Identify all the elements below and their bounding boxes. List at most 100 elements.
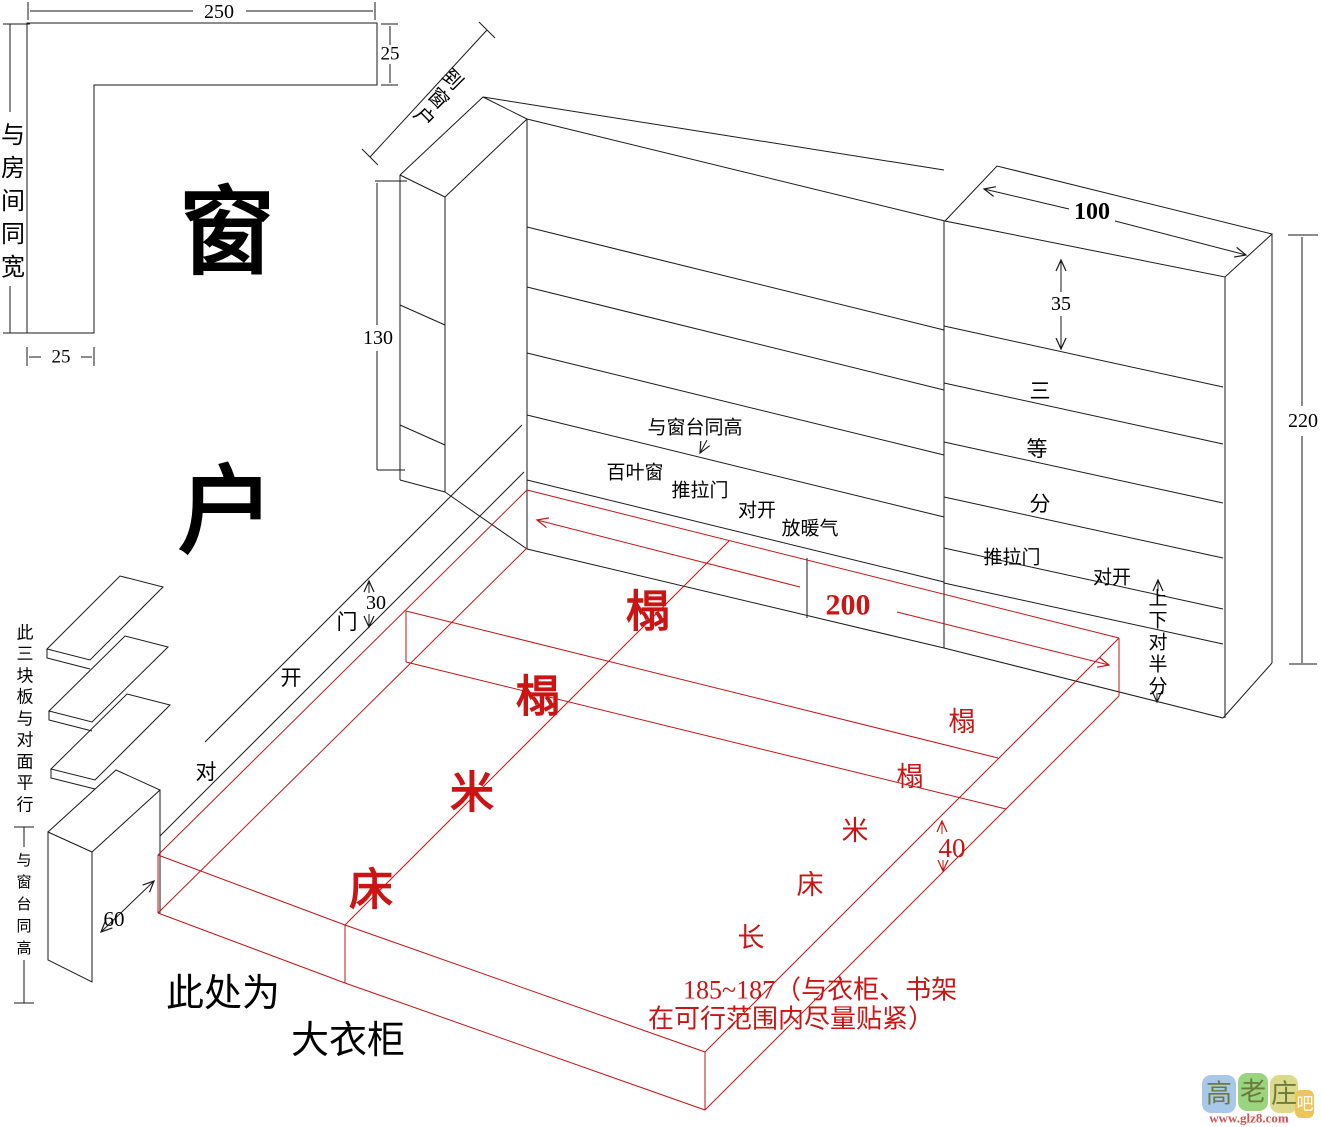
return-panel — [399, 96, 528, 550]
double-door-label-right: 对开 — [1093, 567, 1131, 589]
svg-text:门: 门 — [337, 610, 358, 634]
svg-text:同: 同 — [16, 919, 31, 935]
wardrobe-label-line2: 大衣柜 — [291, 1020, 405, 1062]
to-window-label: 到 窗 户 — [409, 64, 467, 132]
boards-note-label: 此 三 块 板 与 对 面 平 行 — [17, 624, 34, 815]
bed-length-note-line2: 在可行范围内尽量贴紧） — [648, 1005, 934, 1034]
wardrobe-label-line1: 此处为 — [166, 973, 280, 1015]
dim-25-right-label: 25 — [381, 44, 400, 65]
dim-100-right — [1114, 220, 1248, 258]
svg-text:上: 上 — [1148, 588, 1167, 610]
blinds-label: 百叶窗 — [606, 462, 663, 484]
thirds-label: 三 等 分 — [1027, 379, 1051, 516]
svg-text:分: 分 — [1030, 492, 1051, 516]
watermark-char-4: 吧 — [1297, 1095, 1314, 1114]
black-labels: 与窗台同高 百叶窗 推拉门 对开 放暖气 推拉门 对开 三 等 分 上 下 对 … — [14, 379, 1168, 1062]
svg-text:与: 与 — [17, 710, 34, 729]
bed-length-label: 榻 榻 米 床 长 — [738, 707, 976, 953]
dim-200-label: 200 — [826, 589, 871, 622]
to-window-dim-line — [361, 21, 496, 166]
double-door-label-left: 对开 — [738, 500, 776, 522]
sliding-door-label-right: 推拉门 — [983, 547, 1040, 569]
svg-text:榻: 榻 — [949, 707, 976, 737]
dim-25-bottom-lines — [26, 347, 95, 366]
room-width-bracket — [3, 23, 30, 334]
watermark-url: www.glz8.com — [1209, 1111, 1289, 1126]
dim-250-lines — [27, 2, 376, 20]
svg-text:宽: 宽 — [1, 254, 25, 281]
dim-220-label: 220 — [1288, 410, 1318, 432]
svg-text:分: 分 — [1148, 676, 1167, 698]
svg-text:与: 与 — [16, 852, 31, 869]
left-wall-shelf-lines — [526, 118, 946, 649]
watermark-tile-green — [1238, 1073, 1268, 1111]
window-char-2: 户 — [178, 459, 274, 566]
dim-220-lines — [1288, 234, 1318, 665]
svg-text:高: 高 — [16, 940, 31, 957]
sill-note-bracket — [14, 826, 34, 1004]
black-dimensions: 130 到 窗 户 30 60 100 35 220 — [99, 21, 1318, 934]
dim-100-left — [982, 186, 1070, 210]
bed-length-note-line1: 185~187（与衣柜、书架 — [683, 976, 957, 1005]
svg-text:等: 等 — [1027, 437, 1048, 461]
svg-text:床: 床 — [797, 870, 824, 900]
radiator-label: 放暖气 — [781, 518, 838, 540]
svg-text:米: 米 — [450, 769, 494, 818]
svg-text:三: 三 — [17, 645, 34, 664]
svg-text:台: 台 — [16, 896, 31, 913]
svg-text:榻: 榻 — [897, 762, 924, 792]
board-3 — [50, 693, 171, 790]
bed-outline — [157, 489, 1120, 1111]
watermark-tile-blue — [1202, 1075, 1236, 1113]
half-split-label: 上 下 对 半 分 — [1148, 588, 1167, 698]
sliding-door-label-left: 推拉门 — [671, 480, 728, 502]
dim-30-label: 30 — [366, 592, 386, 614]
svg-text:此: 此 — [17, 624, 34, 643]
right-cabinet-shelf-lines — [943, 325, 1224, 645]
dim-40-label: 40 — [939, 833, 966, 863]
watermark: 高 老 庄 吧 www.glz8.com — [1202, 1073, 1314, 1126]
svg-text:间: 间 — [1, 188, 25, 215]
room-width-label: 与 房 间 同 宽 — [1, 123, 25, 281]
svg-text:房: 房 — [1, 155, 25, 182]
dim-100-label: 100 — [1074, 199, 1110, 225]
svg-text:三: 三 — [1030, 379, 1051, 403]
svg-text:开: 开 — [281, 666, 302, 690]
dim-25-right-lines — [381, 23, 398, 86]
plan-view: 250 25 25 与 房 间 同 宽 — [1, 1, 400, 368]
dim-35-label: 35 — [1051, 293, 1071, 315]
svg-text:榻: 榻 — [626, 588, 670, 637]
window-char-1: 窗 — [179, 180, 275, 287]
watermark-tile-yellow — [1270, 1075, 1298, 1113]
right-cabinet-edges — [943, 234, 1273, 719]
sill-leader-arrow — [699, 439, 710, 455]
tatami-bed: 200 40 榻 榻 米 床 榻 榻 米 床 长 185~187（与衣柜、书架 … — [157, 489, 1120, 1111]
svg-text:下: 下 — [1148, 611, 1167, 632]
dim-200-left — [535, 517, 801, 588]
svg-text:窗: 窗 — [16, 873, 31, 891]
plan-outline — [26, 22, 378, 334]
svg-text:块: 块 — [17, 667, 34, 686]
svg-text:床: 床 — [349, 866, 393, 915]
dim-60-arrow — [99, 879, 156, 934]
dim-130-lines — [375, 180, 407, 471]
dim-200-right — [896, 611, 1111, 668]
svg-text:板: 板 — [17, 688, 34, 707]
svg-text:同: 同 — [1, 222, 25, 248]
sill-height-label: 与窗台同高 — [647, 417, 742, 439]
cabinet-wall — [46, 96, 1274, 983]
wardrobe-box — [47, 769, 161, 983]
svg-text:对: 对 — [1148, 632, 1167, 654]
sill-note-label: 与 窗 台 同 高 — [16, 852, 31, 957]
dim-250-label: 250 — [204, 1, 234, 23]
svg-text:米: 米 — [842, 816, 869, 846]
svg-text:半: 半 — [1148, 654, 1167, 676]
svg-text:与: 与 — [1, 123, 25, 149]
svg-text:面: 面 — [17, 753, 34, 772]
svg-text:行: 行 — [17, 796, 34, 815]
svg-text:对: 对 — [17, 731, 34, 750]
dim-60-label: 60 — [104, 907, 125, 931]
svg-text:对: 对 — [196, 760, 217, 784]
watermark-char-3: 庄 — [1271, 1080, 1297, 1109]
